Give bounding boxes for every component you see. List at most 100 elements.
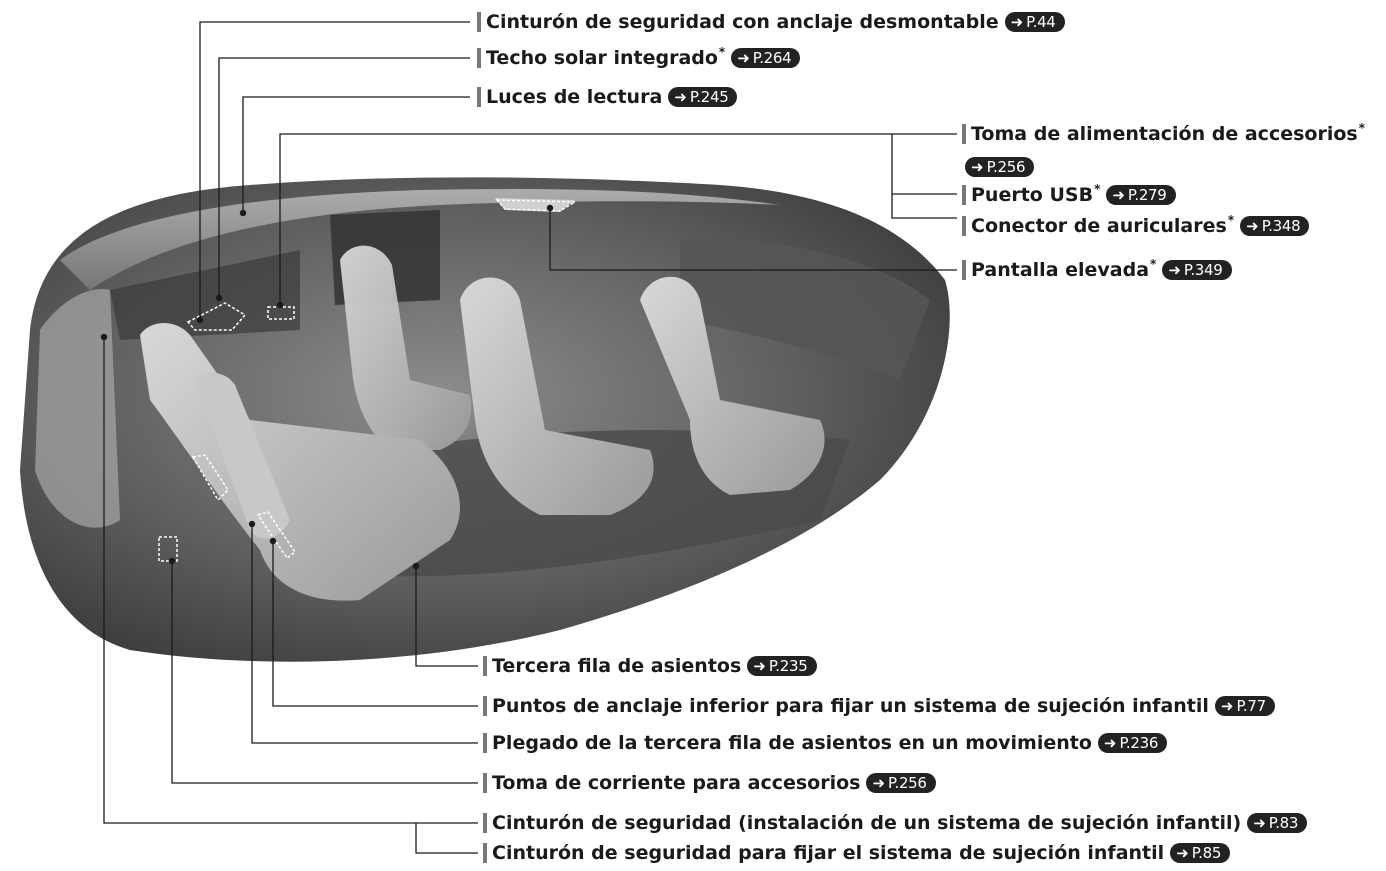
asterisk-mark: * (1094, 182, 1101, 196)
arrow-right-icon: ➜ (872, 774, 886, 792)
page-number: 235 (779, 657, 808, 675)
marker-lower-anchor-right (256, 511, 297, 560)
arrow-right-icon: ➜ (737, 49, 750, 67)
callout-sunroof: Techo solar integrado* ➜P.264 (477, 45, 801, 69)
page-prefix: P. (1183, 261, 1195, 279)
callout-text: Puntos de anclaje inferior para fijar un… (492, 695, 1209, 717)
page-prefix: P. (1268, 814, 1280, 832)
page-ref-link[interactable]: ➜P.256 (965, 157, 1035, 177)
page-prefix: P. (1127, 186, 1139, 204)
second-row-seat-left (340, 245, 472, 450)
callout-accessory-power-socket: Toma de alimentación de accesorios* (962, 121, 1365, 145)
arrow-right-icon: ➜ (1220, 697, 1234, 715)
asterisk-mark: * (1227, 213, 1235, 227)
callout-text: Cinturón de seguridad para fijar el sist… (492, 842, 1165, 864)
callout-text: Toma de alimentación de accesorios (971, 123, 1358, 145)
marker-power-outlet (158, 536, 178, 562)
page-prefix: P. (1261, 217, 1273, 235)
label-bar (483, 733, 487, 753)
page-ref-link[interactable]: ➜P.77 (1214, 696, 1275, 716)
callout-third-row-seats: Tercera fila de asientos ➜P.235 (483, 655, 817, 677)
arrow-right-icon: ➜ (1176, 844, 1189, 862)
arrow-right-icon: ➜ (1168, 261, 1181, 279)
page-ref-link[interactable]: ➜P.256 (866, 773, 936, 793)
callout-text: Plegado de la tercera fila de asientos e… (492, 732, 1092, 754)
callout-seatbelt-child-install: Cinturón de seguridad (instalación de un… (483, 812, 1308, 834)
page-ref-link[interactable]: ➜P.235 (747, 656, 817, 676)
page-prefix: P. (1026, 13, 1038, 31)
callout-text: Conector de auriculares (971, 215, 1227, 237)
page-prefix: P. (1236, 697, 1248, 715)
label-bar (483, 843, 487, 863)
label-bar (483, 696, 487, 716)
arrow-right-icon: ➜ (1112, 186, 1125, 204)
page-number: 236 (1130, 734, 1159, 752)
label-bar (962, 216, 966, 236)
callout-usb-port: Puerto USB* ➜P.279 (962, 182, 1176, 206)
page-number: 348 (1272, 217, 1301, 235)
callout-text: Cinturón de seguridad (instalación de un… (492, 812, 1242, 834)
callout-text: Cinturón de seguridad con anclaje desmon… (486, 11, 999, 33)
label-bar (483, 813, 487, 833)
page-prefix: P. (689, 88, 701, 106)
asterisk-mark: * (1358, 121, 1365, 135)
page-prefix: P. (752, 49, 764, 67)
dashboard (680, 239, 930, 380)
label-bar (962, 260, 966, 280)
page-number: 279 (1138, 186, 1167, 204)
callout-text: Luces de lectura (486, 86, 663, 108)
label-bar (962, 185, 966, 205)
callout-third-row-folding: Plegado de la tercera fila de asientos e… (483, 732, 1168, 754)
arrow-right-icon: ➜ (1253, 814, 1266, 832)
arrow-right-icon: ➜ (1103, 734, 1117, 752)
callout-headphone-jack: Conector de auriculares* ➜P.348 (962, 213, 1310, 237)
page-ref-link[interactable]: ➜P.349 (1162, 260, 1232, 280)
page-ref-link[interactable]: ➜P.44 (1004, 12, 1065, 32)
label-bar (477, 12, 481, 32)
arrow-right-icon: ➜ (971, 158, 984, 176)
third-row-backrest (195, 373, 290, 539)
arrow-right-icon: ➜ (1010, 13, 1024, 31)
callout-text: Toma de corriente para accesorios (492, 772, 861, 794)
second-row-seat-right (460, 277, 654, 515)
arrow-right-icon: ➜ (1246, 217, 1259, 235)
ceiling-display-housing (495, 198, 575, 212)
page-ref-link[interactable]: ➜P.83 (1247, 813, 1308, 833)
page-number: 256 (997, 158, 1026, 176)
page-ref-link[interactable]: ➜P.279 (1106, 185, 1176, 205)
page-number: 264 (763, 49, 792, 67)
page-ref-link[interactable]: ➜P.348 (1240, 216, 1310, 236)
callout-text: Tercera fila de asientos (492, 655, 742, 677)
callout-seatbelt-detachable: Cinturón de seguridad con anclaje desmon… (477, 11, 1065, 33)
asterisk-mark: * (1150, 257, 1157, 271)
page-number: 44 (1037, 13, 1056, 31)
asterisk-mark: * (718, 45, 726, 59)
callout-reading-lights: Luces de lectura ➜P.245 (477, 86, 738, 108)
page-prefix: P. (986, 158, 998, 176)
label-bar (477, 48, 481, 68)
page-ref-link[interactable]: ➜P.245 (668, 87, 738, 107)
label-bar (962, 124, 966, 144)
page-ref-link[interactable]: ➜P.85 (1170, 843, 1231, 863)
front-seat (640, 276, 825, 495)
callout-accessory-power-outlet: Toma de corriente para accesorios ➜P.256 (483, 772, 936, 794)
page-ref-link[interactable]: ➜P.264 (731, 48, 801, 68)
marker-ceiling-display (495, 199, 578, 212)
callout-text: Techo solar integrado (486, 47, 718, 69)
page-number: 85 (1202, 844, 1222, 862)
callout-text: Puerto USB (971, 184, 1094, 206)
callout-ceiling-display: Pantalla elevada* ➜P.349 (962, 257, 1232, 281)
headliner (60, 188, 780, 290)
label-bar (483, 773, 487, 793)
page-prefix: P. (888, 774, 899, 792)
page-ref-link[interactable]: ➜P.236 (1097, 733, 1168, 753)
label-bar (483, 656, 487, 676)
leader-dots (100, 204, 554, 570)
left-wall (35, 289, 120, 528)
page-number: 349 (1194, 261, 1223, 279)
page-prefix: P. (1191, 844, 1203, 862)
leader-lines (103, 21, 957, 854)
arrow-right-icon: ➜ (753, 657, 766, 675)
arrow-right-icon: ➜ (674, 88, 687, 106)
